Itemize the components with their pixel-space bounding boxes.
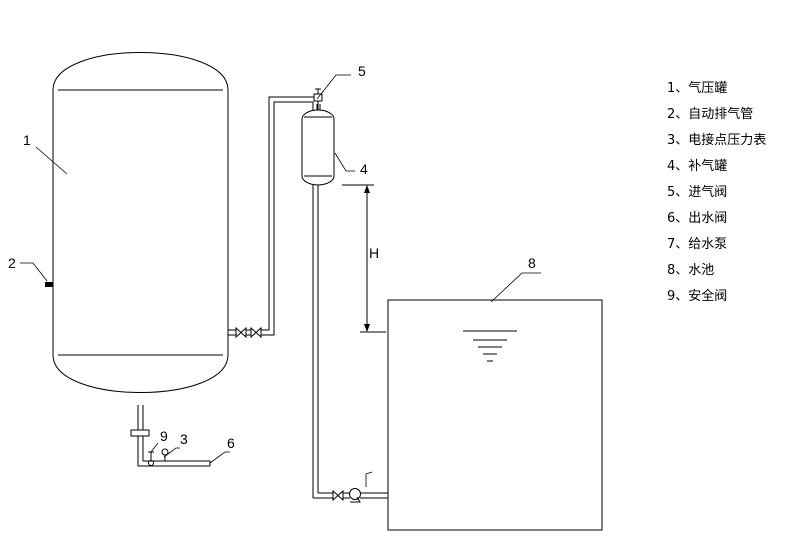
pressure-gauge-icon bbox=[161, 448, 169, 456]
legend: 1、气压罐 2、自动排气管 3、电接点压力表 4、补气罐 5、进气阀 6、出水阀… bbox=[667, 80, 766, 314]
air-supplement-tank bbox=[301, 109, 335, 186]
height-dimension bbox=[342, 184, 386, 333]
legend-item: 1、气压罐 bbox=[667, 81, 728, 96]
legend-item: 3、电接点压力表 bbox=[667, 133, 767, 148]
legend-item: 7、给水泵 bbox=[667, 237, 728, 252]
leader-lines bbox=[20, 74, 541, 487]
pressure-tank bbox=[52, 52, 229, 393]
pump-icon bbox=[349, 488, 361, 500]
valve-icon bbox=[235, 326, 247, 339]
connecting-pipe bbox=[228, 96, 319, 339]
pump-valve-icon bbox=[332, 489, 344, 502]
water-pool bbox=[387, 299, 603, 531]
legend-item: 5、进气阀 bbox=[667, 185, 728, 200]
legend-item: 8、水池 bbox=[667, 263, 715, 278]
check-valve-icon bbox=[250, 326, 262, 339]
legend-item: 6、出水阀 bbox=[667, 211, 728, 226]
label-outlet-valve: 6 bbox=[227, 435, 235, 451]
outlet-piping bbox=[130, 405, 211, 467]
legend-item: 4、补气罐 bbox=[667, 159, 728, 174]
vent-pipe bbox=[45, 282, 53, 287]
label-tank: 1 bbox=[23, 132, 31, 148]
safety-valve-icon bbox=[148, 460, 154, 466]
label-safety-valve: 9 bbox=[160, 428, 168, 444]
label-gauge: 3 bbox=[180, 431, 188, 447]
label-vent-pipe: 2 bbox=[8, 255, 16, 271]
legend-item: 9、安全阀 bbox=[667, 289, 728, 304]
pump-line bbox=[312, 185, 388, 503]
legend-item: 2、自动排气管 bbox=[667, 107, 754, 122]
label-height: H bbox=[369, 245, 379, 261]
label-pool: 8 bbox=[528, 255, 536, 271]
label-inlet-valve: 5 bbox=[358, 63, 366, 79]
label-air-tank: 4 bbox=[360, 161, 368, 177]
